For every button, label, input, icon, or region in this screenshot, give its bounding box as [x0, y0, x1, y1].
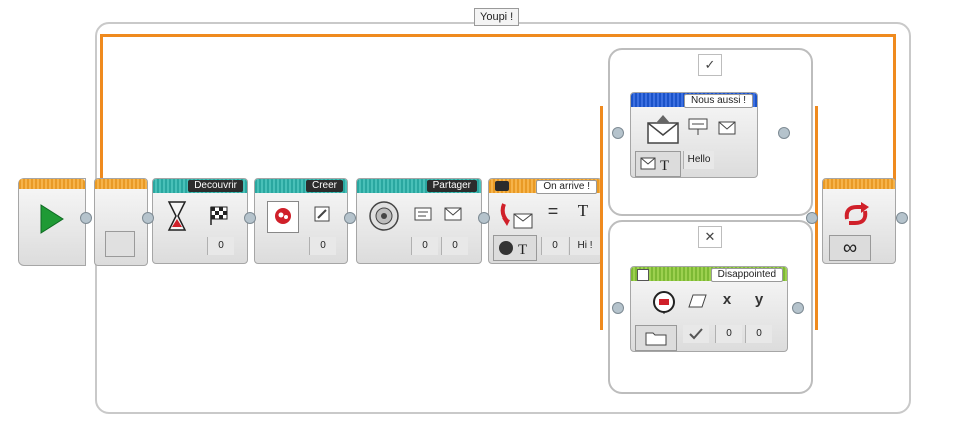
case-true-tab[interactable]: ✓ — [698, 54, 722, 76]
loop-start-block[interactable] — [94, 178, 148, 266]
loop-start-socket — [105, 231, 135, 257]
discover-value[interactable]: 0 — [207, 237, 234, 255]
discover-block[interactable]: Decouvrir 0 — [152, 178, 248, 264]
start-output-port[interactable] — [80, 212, 92, 224]
display-mode-icon — [637, 269, 649, 281]
mail-icon — [717, 119, 737, 137]
create-title: Creer — [305, 180, 343, 192]
display-y-value[interactable]: 0 — [745, 325, 772, 343]
start-header — [19, 179, 85, 189]
share-value-2[interactable]: 0 — [441, 237, 468, 255]
switch-value-a[interactable]: 0 — [541, 237, 568, 255]
case-false-in-port[interactable] — [612, 302, 624, 314]
edit-icon — [311, 203, 333, 225]
clear-screen-checkbox[interactable] — [683, 325, 709, 343]
display-x-value[interactable]: 0 — [715, 325, 742, 343]
send-message-title: Nous aussi ! — [683, 94, 753, 108]
port-2[interactable] — [244, 212, 256, 224]
display-title: Disappointed — [710, 268, 783, 282]
message-card-icon — [413, 205, 433, 223]
loop-label[interactable]: Youpi ! — [474, 8, 520, 26]
port-4[interactable] — [478, 212, 490, 224]
share-title: Partager — [426, 180, 477, 192]
envelope-icon — [443, 205, 463, 223]
eraser-icon — [687, 291, 709, 311]
svg-text:T: T — [660, 158, 669, 174]
discover-header: Decouvrir — [153, 179, 247, 193]
display-header: Disappointed — [631, 267, 787, 282]
x-label: x — [722, 290, 732, 308]
play-icon[interactable] — [37, 201, 67, 237]
switch-block[interactable]: On arrive ! = T T 0 Hi ! — [488, 178, 602, 264]
switch-title: On arrive ! — [536, 180, 597, 194]
case-false-out-port[interactable] — [792, 302, 804, 314]
loop-end-block[interactable]: ∞ — [822, 178, 896, 264]
switch-bracket-left — [600, 106, 603, 330]
case-true-out-port[interactable] — [778, 127, 790, 139]
loop-wire-right — [893, 34, 896, 190]
loop-count-button[interactable]: ∞ — [829, 235, 871, 261]
receive-message-icon[interactable] — [497, 199, 535, 233]
share-value-1[interactable]: 0 — [411, 237, 438, 255]
speaker-icon[interactable] — [367, 199, 401, 233]
loop-end-port[interactable] — [896, 212, 908, 224]
svg-text:T: T — [518, 242, 527, 258]
switch-value-b[interactable]: Hi ! — [569, 237, 600, 255]
create-block[interactable]: Creer 0 — [254, 178, 348, 264]
case-false-tab[interactable]: ✕ — [698, 226, 722, 248]
loop-end-header — [823, 179, 895, 189]
create-value[interactable]: 0 — [309, 237, 336, 255]
port-3[interactable] — [344, 212, 356, 224]
send-message-icon[interactable] — [645, 113, 681, 147]
send-message-text[interactable]: Hello — [683, 151, 714, 169]
brain-head-icon[interactable] — [267, 201, 299, 233]
y-label: y — [754, 290, 764, 308]
checkered-flag-icon — [207, 203, 231, 227]
create-header: Creer — [255, 179, 347, 193]
file-select-button[interactable] — [635, 325, 677, 351]
text-message-icon — [687, 117, 709, 137]
loop-wire-left — [100, 34, 103, 184]
send-message-block[interactable]: Nous aussi ! T Hello — [630, 92, 758, 178]
port-5[interactable] — [806, 212, 818, 224]
send-message-header: Nous aussi ! — [631, 93, 757, 108]
start-block[interactable] — [18, 178, 86, 266]
switch-header: On arrive ! — [489, 179, 601, 194]
display-block[interactable]: Disappointed x y 0 0 — [630, 266, 788, 352]
switch-mode-icon — [495, 181, 509, 191]
loop-start-header — [95, 179, 147, 189]
display-brick-icon[interactable] — [651, 289, 677, 315]
share-header: Partager — [357, 179, 481, 193]
hourglass-icon[interactable] — [165, 199, 189, 233]
text-type-icon: T — [577, 201, 589, 220]
loop-wire-top — [100, 34, 896, 37]
case-true-in-port[interactable] — [612, 127, 624, 139]
port-1[interactable] — [142, 212, 154, 224]
discover-title: Decouvrir — [188, 180, 243, 192]
message-type-button[interactable]: T — [635, 151, 681, 177]
compare-mode-button[interactable]: T — [493, 235, 537, 261]
equals-icon: = — [547, 200, 559, 221]
share-block[interactable]: Partager 0 0 — [356, 178, 482, 264]
loop-icon[interactable] — [839, 199, 873, 229]
